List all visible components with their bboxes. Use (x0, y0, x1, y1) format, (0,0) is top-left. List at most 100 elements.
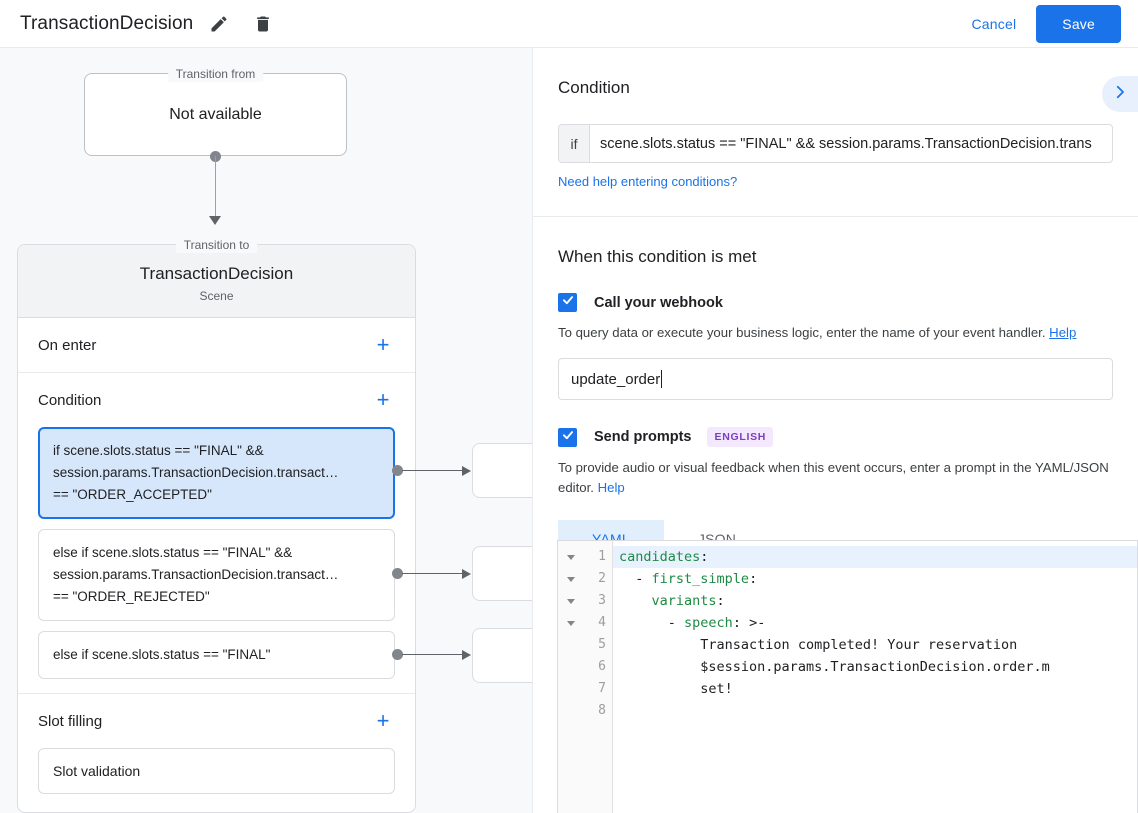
condition-heading: Condition (558, 78, 630, 97)
editor-fold-column (558, 541, 583, 813)
condition-2-connector-arrow (462, 569, 471, 579)
prompts-help-link[interactable]: Help (597, 480, 625, 495)
text-caret (661, 370, 663, 388)
line-number-2: 2 (598, 571, 606, 586)
line-number-5: 5 (598, 637, 606, 652)
webhook-handler-input[interactable]: update_order (558, 358, 1113, 400)
call-webhook-checkbox[interactable] (558, 293, 577, 312)
slot-validation-item[interactable]: Slot validation (38, 748, 395, 794)
line-number-4: 4 (598, 615, 606, 630)
condition-3-connector-line (402, 654, 464, 655)
yaml-editor[interactable]: 1 2 3 4 5 6 7 8 candidates: - first_simple: var… (557, 540, 1138, 813)
call-webhook-row[interactable]: Call your webhook (558, 293, 1113, 312)
condition-item-1[interactable]: if scene.slots.status == "FINAL" && sess… (38, 427, 395, 519)
fold-toggle-line-1[interactable] (558, 546, 583, 568)
add-on-enter-button[interactable]: + (376, 332, 390, 357)
send-prompts-checkbox[interactable] (558, 427, 577, 447)
edit-title-button[interactable] (201, 6, 237, 42)
condition-input-row[interactable]: if scene.slots.status == "FINAL" && sess… (558, 124, 1113, 163)
webhook-description-text: To query data or execute your business l… (558, 325, 1046, 340)
fold-toggle-line-3[interactable] (558, 590, 583, 612)
condition-item-3-line1: else if scene.slots.status == "FINAL" (53, 647, 271, 662)
code-line-8[interactable] (613, 700, 1137, 722)
condition-expression-input[interactable]: scene.slots.status == "FINAL" && session… (600, 135, 1092, 152)
scene-name: TransactionDecision (139, 264, 294, 283)
fold-toggle-line-2[interactable] (558, 568, 583, 590)
scene-graph-canvas[interactable]: Transition from Not available Transition… (0, 48, 532, 813)
code-line-4[interactable]: - speech: >- (619, 615, 766, 631)
checkmark-icon (561, 428, 575, 447)
condition-1-target-node[interactable] (472, 443, 532, 498)
fold-toggle-line-4[interactable] (558, 612, 583, 634)
need-help-conditions-link[interactable]: Need help entering conditions? (558, 174, 738, 189)
condition-1-connector-dot (392, 465, 403, 476)
condition-2-target-node[interactable] (472, 546, 532, 601)
when-condition-met-heading: When this condition is met (558, 247, 757, 266)
section-header-condition: Condition + (38, 373, 395, 427)
line-number-6: 6 (598, 659, 606, 674)
if-prefix-label: if (559, 125, 590, 162)
line-number-1: 1 (598, 549, 606, 564)
language-badge: ENGLISH (707, 427, 774, 447)
condition-3-connector-arrow (462, 650, 471, 660)
section-slot-filling: Slot filling + Slot validation (18, 694, 415, 812)
scene-card-header[interactable]: TransactionDecision Scene (18, 245, 415, 318)
condition-list: if scene.slots.status == "FINAL" && sess… (38, 427, 395, 693)
condition-item-1-line1: if scene.slots.status == "FINAL" && (53, 443, 264, 458)
chevron-right-icon (1111, 83, 1129, 106)
connector-line-vertical (215, 156, 216, 218)
fold-toggle-line-6 (558, 656, 583, 678)
condition-3-target-node[interactable] (472, 628, 532, 683)
top-app-bar: TransactionDecision Cancel Save (0, 0, 1138, 48)
page-title: TransactionDecision (20, 12, 194, 34)
prompts-description-line1: To provide audio or visual feedback when… (558, 460, 1109, 475)
webhook-description: To query data or execute your business l… (558, 323, 1113, 343)
condition-1-connector-arrow (462, 466, 471, 476)
condition-2-connector-line (402, 573, 464, 574)
when-condition-met-section: When this condition is met Call your web… (533, 217, 1138, 558)
code-line-7[interactable]: set! (700, 681, 733, 697)
collapse-panel-button[interactable] (1102, 76, 1138, 112)
call-webhook-label: Call your webhook (594, 294, 723, 311)
transition-from-card: Transition from Not available (84, 66, 347, 156)
code-line-5[interactable]: Transaction completed! Your reservation (700, 637, 1018, 653)
slot-filling-list: Slot validation (38, 748, 395, 812)
cancel-button[interactable]: Cancel (958, 7, 1031, 41)
code-line-6[interactable]: $session.params.TransactionDecision.orde… (700, 659, 1050, 675)
editor-line-numbers: 1 2 3 4 5 6 7 8 (583, 541, 613, 813)
condition-item-2-line2: session.params.TransactionDecision.trans… (53, 567, 339, 582)
prompts-description-line2: editor. (558, 480, 594, 495)
checkmark-icon (561, 293, 575, 312)
webhook-help-link[interactable]: Help (1049, 325, 1077, 340)
code-line-1[interactable]: candidates: (613, 546, 1137, 568)
section-header-on-enter: On enter + (38, 318, 395, 372)
save-button[interactable]: Save (1036, 4, 1121, 43)
prompts-description: To provide audio or visual feedback when… (558, 458, 1113, 498)
add-condition-button[interactable]: + (376, 387, 390, 412)
section-title-on-enter: On enter (38, 336, 97, 354)
condition-item-2-line1: else if scene.slots.status == "FINAL" && (53, 545, 293, 560)
fold-toggle-line-5 (558, 634, 583, 656)
condition-item-3[interactable]: else if scene.slots.status == "FINAL" (38, 631, 395, 679)
condition-1-connector-line (402, 470, 464, 471)
line-number-3: 3 (598, 593, 606, 608)
code-line-2[interactable]: - first_simple: (619, 571, 758, 587)
condition-section: Condition if scene.slots.status == "FINA… (533, 48, 1138, 191)
section-title-slot-filling: Slot filling (38, 712, 103, 730)
delete-button[interactable] (245, 6, 281, 42)
trash-icon (253, 14, 273, 34)
condition-item-2-line3: == "ORDER_REJECTED" (53, 589, 210, 604)
add-slot-filling-button[interactable]: + (376, 708, 390, 733)
condition-item-2[interactable]: else if scene.slots.status == "FINAL" &&… (38, 529, 395, 621)
fold-toggle-line-8 (558, 700, 583, 722)
transition-to-legend: Transition to (175, 237, 258, 253)
transition-from-legend: Transition from (167, 66, 264, 82)
section-title-condition: Condition (38, 391, 102, 409)
condition-item-1-line3: == "ORDER_ACCEPTED" (53, 487, 212, 502)
code-line-3[interactable]: variants: (651, 593, 725, 609)
editor-code-area[interactable]: candidates: - first_simple: variants: - … (613, 541, 1137, 813)
line-number-8: 8 (598, 703, 606, 718)
send-prompts-row[interactable]: Send prompts ENGLISH (558, 427, 1113, 447)
condition-item-1-line2: session.params.TransactionDecision.trans… (53, 465, 339, 480)
line-number-7: 7 (598, 681, 606, 696)
